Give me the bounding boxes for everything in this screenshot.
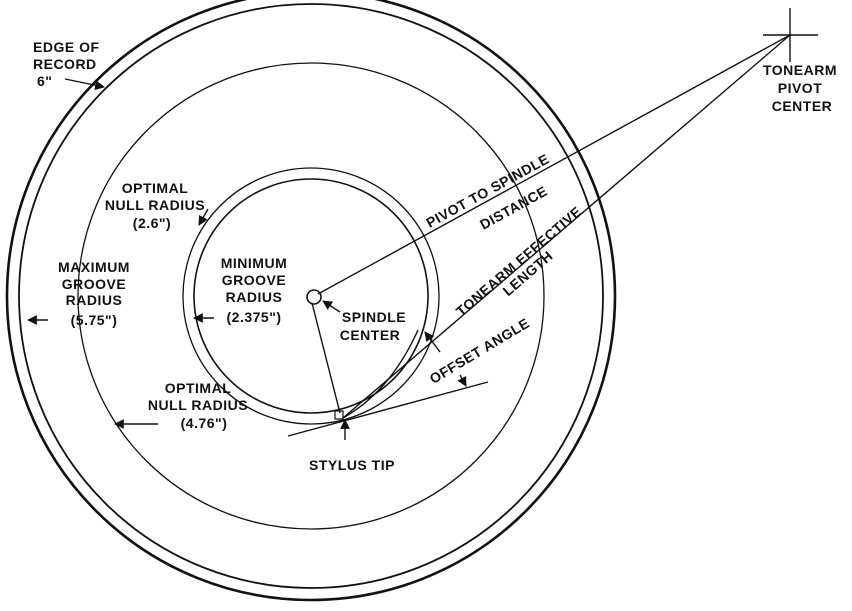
spindle-to-stylus-line [311, 302, 341, 414]
minimum-groove-label-line2: GROOVE [222, 272, 286, 288]
minimum-groove-radius-circle [193, 178, 429, 414]
optimal-null-inner-label-line1: OPTIMAL [122, 180, 189, 196]
spindle-circle [306, 289, 322, 305]
edge-of-record-label-line1: EDGE OF [33, 39, 100, 55]
tonearm-headshell-curve [342, 329, 419, 419]
edge-of-record-label-line2: RECORD [33, 56, 97, 72]
record-edge-circle-outer [5, 0, 617, 602]
maximum-groove-label-line2: GROOVE [62, 276, 126, 292]
pivot-to-spindle-line [317, 34, 791, 295]
maximum-groove-label-line1: MAXIMUM [58, 259, 130, 275]
record-edge-circle-inner [18, 3, 604, 589]
offset-angle-arrow-top [424, 331, 441, 353]
offset-angle-label: OFFSET ANGLE [427, 315, 533, 387]
offset-angle-arrow-bottom [457, 374, 467, 387]
tonearm-effective-label-line1: TONEARM EFFECTIVE [453, 203, 585, 319]
optimal-null-outer-label-line1: OPTIMAL [165, 380, 232, 396]
edge-of-record-arrow [64, 78, 105, 91]
optimal-null-inner-label-line3: (2.6") [133, 215, 171, 231]
stylus-tip-label: STYLUS TIP [309, 457, 395, 473]
spindle-center-label-line1: SPINDLE [342, 309, 406, 325]
tonearm-effective-length-line [342, 34, 791, 419]
stylus-right-angle-mark [334, 410, 344, 420]
optimal-null-outer-label-line2: NULL RADIUS [148, 397, 248, 413]
minimum-groove-label-line4: (2.375") [227, 309, 282, 325]
offset-angle-cartridge-line [287, 381, 489, 437]
optimal-null-inner-label-line2: NULL RADIUS [105, 197, 205, 213]
spindle-center-arrow [322, 300, 341, 313]
edge-of-record-label-line3: 6" [37, 73, 52, 89]
minimum-groove-label-line1: MINIMUM [221, 255, 288, 271]
tonearm-pivot-label-line2: PIVOT [778, 80, 823, 96]
optimal-null-outer-label-line3: (4.76") [181, 415, 228, 431]
maximum-groove-label-line3: RADIUS [66, 292, 123, 308]
minimum-groove-label-line3: RADIUS [226, 289, 283, 305]
tonearm-pivot-label-line3: CENTER [772, 98, 833, 114]
optimal-null-radius-outer-circle [77, 62, 545, 530]
optimal-null-inner-arrow [198, 208, 209, 226]
maximum-groove-label-line4: (5.75") [71, 312, 118, 328]
tonearm-pivot-label-line1: TONEARM [763, 62, 837, 78]
spindle-center-label-line2: CENTER [340, 327, 401, 343]
optimal-null-radius-inner-circle [182, 167, 440, 425]
